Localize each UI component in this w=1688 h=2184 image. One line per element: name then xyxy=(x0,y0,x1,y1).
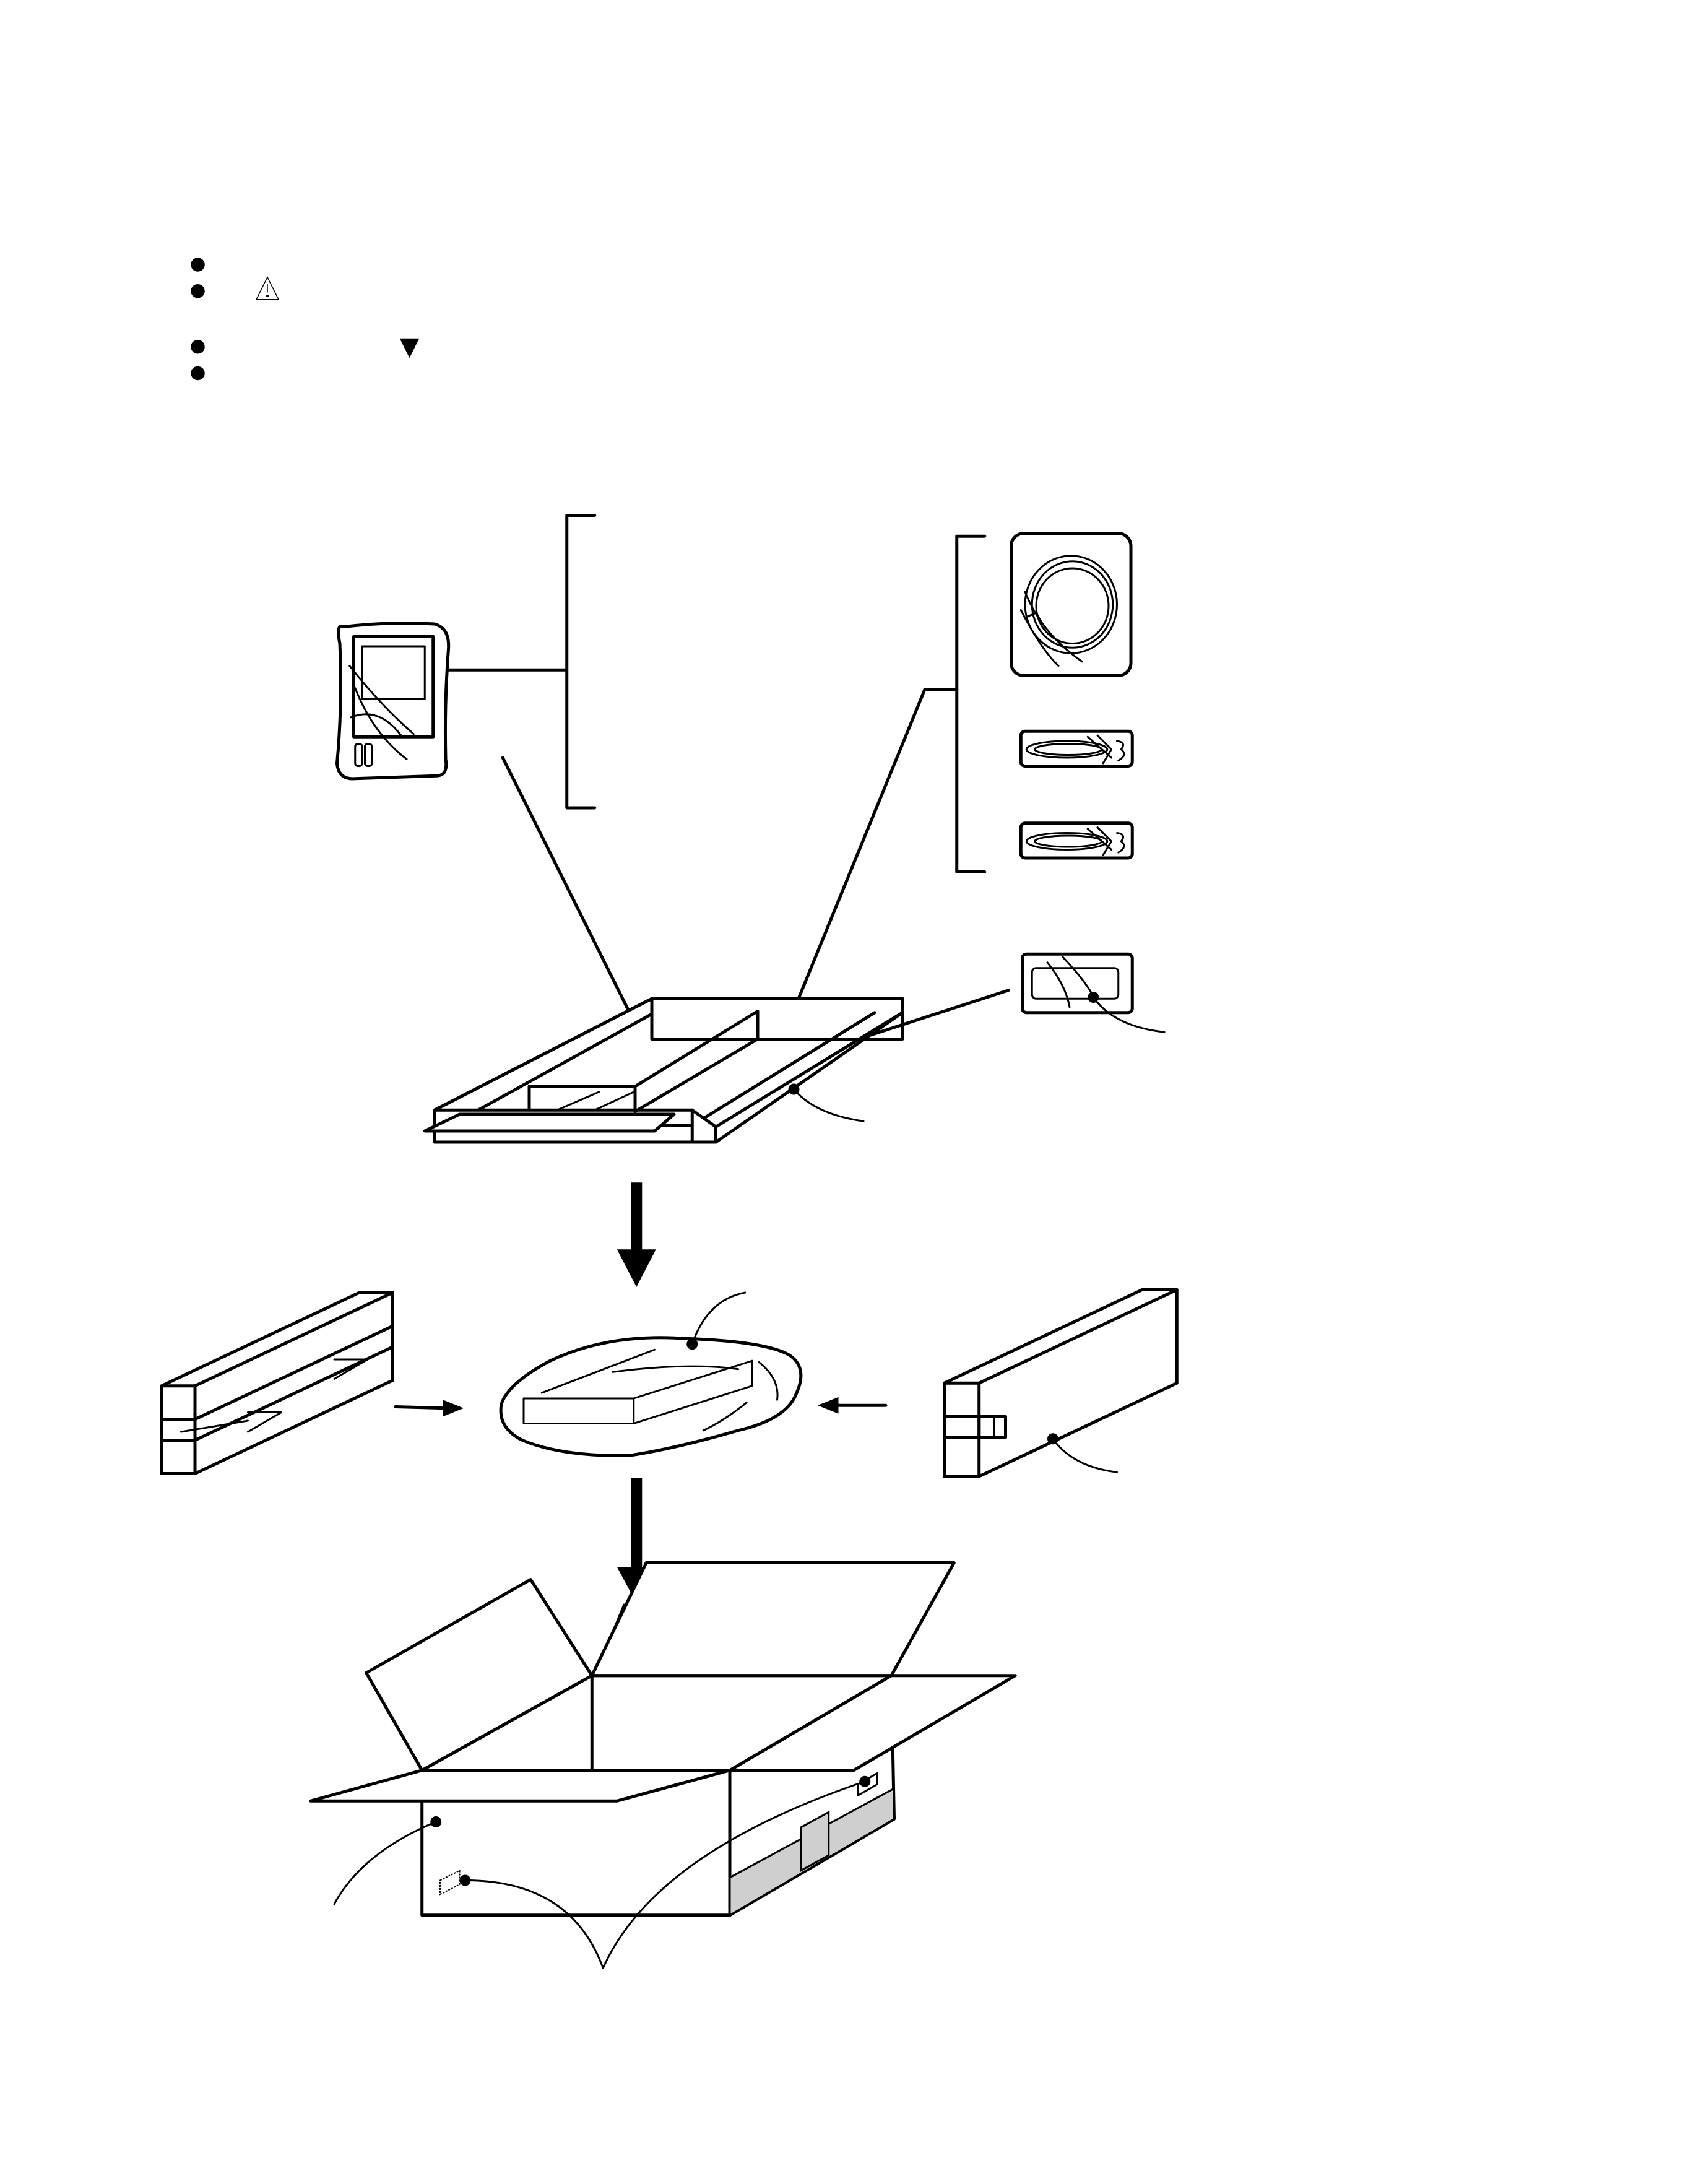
right-end-cushion xyxy=(945,1290,1177,1477)
left-push-arrow xyxy=(396,1400,464,1417)
cable-coil xyxy=(1011,534,1132,676)
label-leader-left xyxy=(465,1881,604,1969)
wrapped-unit xyxy=(501,1338,801,1456)
cable-bundle-1 xyxy=(1021,731,1132,766)
label-leader-right xyxy=(603,1782,865,1969)
right-bracket xyxy=(957,536,985,872)
wrapped-unit-leader xyxy=(692,1293,745,1344)
right-cushion-leader xyxy=(1053,1439,1117,1472)
warning-triangle-icon xyxy=(256,277,279,300)
note-bullet-2 xyxy=(191,284,205,298)
right-push-arrow xyxy=(817,1397,886,1414)
manual-pack xyxy=(337,623,449,779)
notes-block xyxy=(191,258,420,381)
cable-bundle-2 xyxy=(1021,823,1132,858)
flow-arrow-1 xyxy=(617,1182,656,1287)
left-end-cushion xyxy=(162,1293,393,1474)
carton-leader xyxy=(334,1822,436,1904)
note-bullet-1 xyxy=(191,258,205,272)
carton-label xyxy=(440,1871,460,1894)
down-triangle-icon xyxy=(399,338,420,358)
note-bullet-3 xyxy=(191,340,205,354)
tray xyxy=(425,999,902,1142)
carton xyxy=(311,1563,1016,1915)
small-bag xyxy=(1023,954,1165,1032)
left-bracket xyxy=(567,516,595,808)
tray-leader xyxy=(794,1090,864,1122)
note-bullet-4 xyxy=(191,366,205,381)
